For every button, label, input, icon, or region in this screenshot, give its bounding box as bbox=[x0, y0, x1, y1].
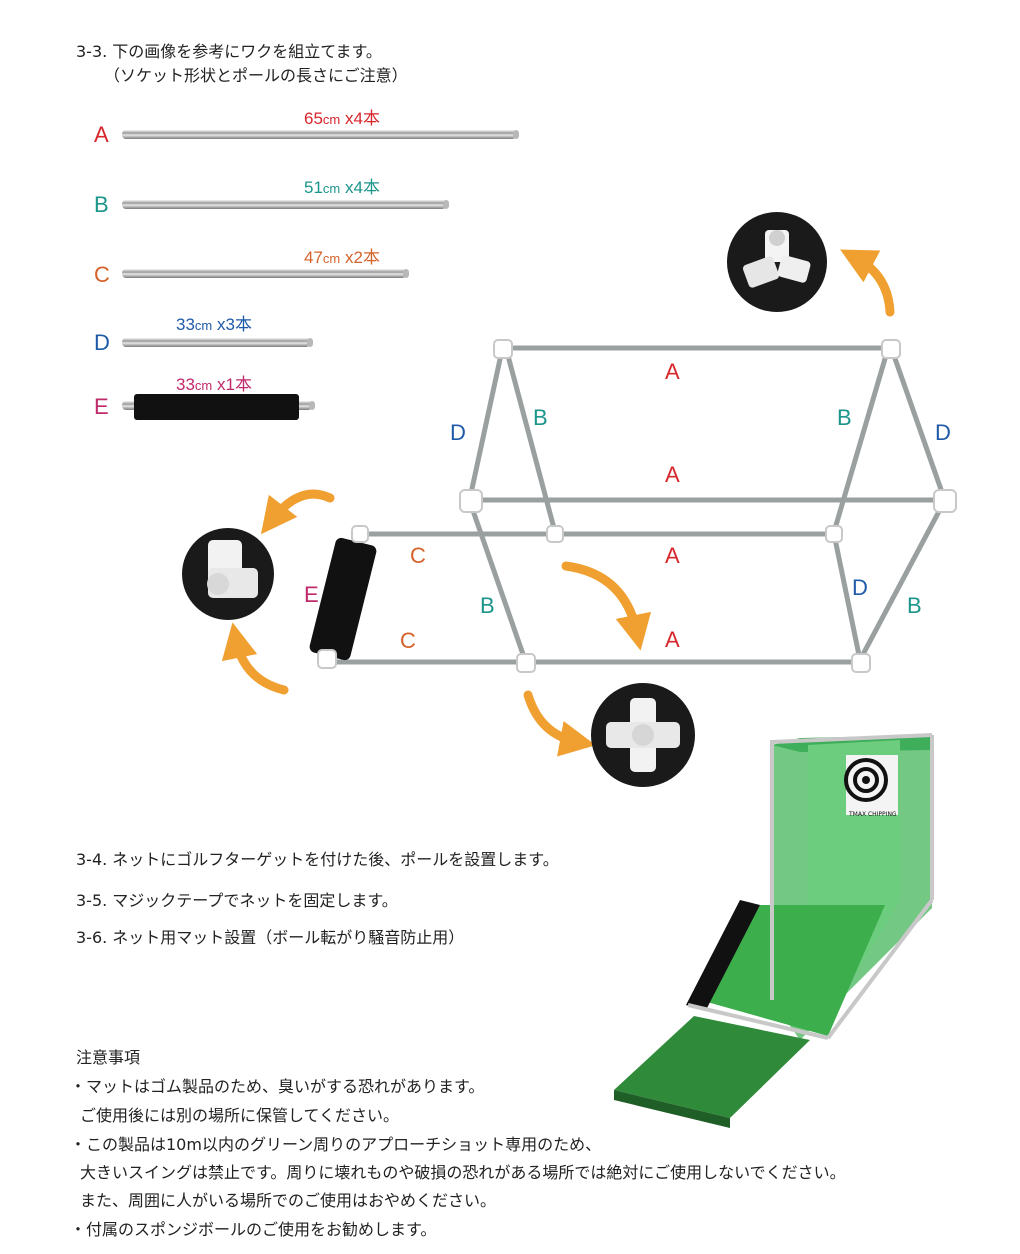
step-3-6: 3-6. ネット用マット設置（ボール転がり騒音防止用） bbox=[76, 928, 465, 947]
pole-b bbox=[122, 200, 449, 209]
golf-mat bbox=[614, 1016, 810, 1118]
product-frame bbox=[687, 733, 934, 1040]
socket-top-right-front bbox=[933, 489, 957, 513]
pole-a bbox=[122, 130, 519, 139]
socket-bottom-left-front bbox=[516, 653, 536, 673]
golf-target-icon bbox=[844, 758, 888, 802]
note-line-1: ・マットはゴム製品のため、臭いがする恐れがあります。 bbox=[70, 1077, 485, 1096]
socket-bottom-right-front bbox=[851, 653, 871, 673]
pole-e-spec: 33cm x1本 bbox=[176, 370, 252, 395]
frame-tube-b-left-front bbox=[467, 499, 528, 663]
pole-e-qty: x1本 bbox=[217, 375, 252, 394]
step-3-3-title: 3-3. 下の画像を参考にワクを組立てます。 bbox=[76, 42, 382, 61]
frame-label-b-right-front: B bbox=[907, 593, 922, 618]
connector-4way-bottom bbox=[591, 683, 695, 787]
frame-tube-d-bottom bbox=[831, 531, 863, 663]
pole-c bbox=[122, 269, 409, 278]
socket-top-left-back bbox=[493, 339, 513, 359]
frame-tube-d-right bbox=[889, 347, 947, 501]
note-line-5: また、周囲に人がいる場所でのご使用はおやめください。 bbox=[80, 1191, 497, 1210]
frame-tube-b-right-front bbox=[857, 499, 947, 663]
socket-bottom-right-back bbox=[825, 525, 843, 543]
pole-c-unit: cm bbox=[322, 251, 341, 266]
net-floor bbox=[700, 905, 885, 1036]
pole-a-length: 65 bbox=[304, 109, 323, 128]
socket-e-top bbox=[351, 525, 369, 543]
frame-label-a-front: A bbox=[665, 462, 680, 487]
pole-a-unit: cm bbox=[322, 112, 341, 127]
pole-e-unit: cm bbox=[194, 378, 213, 393]
step-3-5: 3-5. マジックテープでネットを固定します。 bbox=[76, 891, 398, 910]
frame-label-c-bottom: C bbox=[400, 628, 416, 653]
pole-b-length: 51 bbox=[304, 178, 323, 197]
frame-sockets bbox=[317, 339, 957, 673]
pole-d-letter: D bbox=[94, 330, 110, 355]
golf-mat-edge bbox=[614, 1090, 730, 1128]
frame-label-e: E bbox=[304, 582, 319, 607]
pole-c-letter: C bbox=[94, 262, 110, 287]
notes-title: 注意事項 bbox=[76, 1048, 141, 1067]
frame-label-a-bottom-back: A bbox=[665, 543, 680, 568]
pole-c-spec: 47cm x2本 bbox=[304, 243, 380, 268]
note-line-2: ご使用後には別の場所に保管してください。 bbox=[80, 1106, 400, 1125]
arrow-to-bottom-connector bbox=[523, 690, 596, 757]
pole-e-length: 33 bbox=[176, 375, 195, 394]
note-line-4: 大きいスイングは禁止です。周りに壊れものや破損の恐れがある場所では絶対にご使用し… bbox=[80, 1163, 846, 1182]
note-line-3: ・この製品は10m以内のグリーン周りのアプローチショット専用のため、 bbox=[70, 1135, 602, 1154]
frame-tubes bbox=[319, 345, 947, 665]
pole-d-unit: cm bbox=[194, 318, 213, 333]
connector-elbow-left bbox=[182, 528, 274, 620]
product-brand-label: TMAX CHIPPING bbox=[849, 811, 897, 818]
pole-c-length: 47 bbox=[304, 248, 323, 267]
pole-b-qty: x4本 bbox=[345, 178, 380, 197]
pole-b-letter: B bbox=[94, 192, 109, 217]
frame-foam-grip-e bbox=[309, 537, 377, 661]
frame-tube-b-left-back bbox=[504, 349, 558, 535]
note-line-6: ・付属のスポンジボールのご使用をお勧めします。 bbox=[70, 1220, 437, 1239]
frame-label-b-left-front: B bbox=[480, 593, 495, 618]
assembly-arrows bbox=[221, 249, 895, 757]
pole-a-qty: x4本 bbox=[345, 109, 380, 128]
step-3-4: 3-4. ネットにゴルフターゲットを付けた後、ポールを設置します。 bbox=[76, 850, 559, 869]
net-left-skirt bbox=[686, 900, 760, 1010]
pole-a-letter: A bbox=[94, 122, 109, 147]
frame-tube-b-right-back bbox=[831, 349, 890, 535]
pole-d-length: 33 bbox=[176, 315, 195, 334]
frame-label-a-top: A bbox=[665, 359, 680, 384]
pole-d-spec: 33cm x3本 bbox=[176, 310, 252, 335]
socket-e-bottom bbox=[317, 649, 337, 669]
socket-bottom-left-back bbox=[546, 525, 564, 543]
frame-label-d-bottom: D bbox=[852, 575, 868, 600]
arrow-to-left-connector-bottom bbox=[221, 622, 289, 695]
arrow-to-top-connector bbox=[840, 249, 895, 317]
frame-label-d-right: D bbox=[935, 420, 951, 445]
pole-d-qty: x3本 bbox=[217, 315, 252, 334]
frame-tube-d-left bbox=[467, 347, 505, 501]
pole-a-spec: 65cm x4本 bbox=[304, 104, 380, 129]
pole-e-letter: E bbox=[94, 394, 109, 419]
frame-label-c-top: C bbox=[410, 543, 426, 568]
frame-label-a-bottom-front: A bbox=[665, 627, 680, 652]
socket-top-left-front bbox=[459, 489, 483, 513]
pole-d bbox=[122, 338, 313, 347]
pole-c-qty: x2本 bbox=[345, 248, 380, 267]
arrow-to-left-connector-top bbox=[260, 489, 335, 535]
frame-label-b-left: B bbox=[533, 405, 548, 430]
arrow-center-down bbox=[561, 561, 652, 651]
pole-b-spec: 51cm x4本 bbox=[304, 173, 380, 198]
pole-b-unit: cm bbox=[322, 181, 341, 196]
connector-3way-top bbox=[727, 212, 827, 312]
frame-label-b-right: B bbox=[837, 405, 852, 430]
step-3-3-subtitle: （ソケット形状とポールの長さにご注意） bbox=[104, 66, 408, 85]
socket-top-right-back bbox=[881, 339, 901, 359]
frame-label-d-left: D bbox=[450, 420, 466, 445]
pole-e-foam-grip bbox=[134, 394, 299, 420]
